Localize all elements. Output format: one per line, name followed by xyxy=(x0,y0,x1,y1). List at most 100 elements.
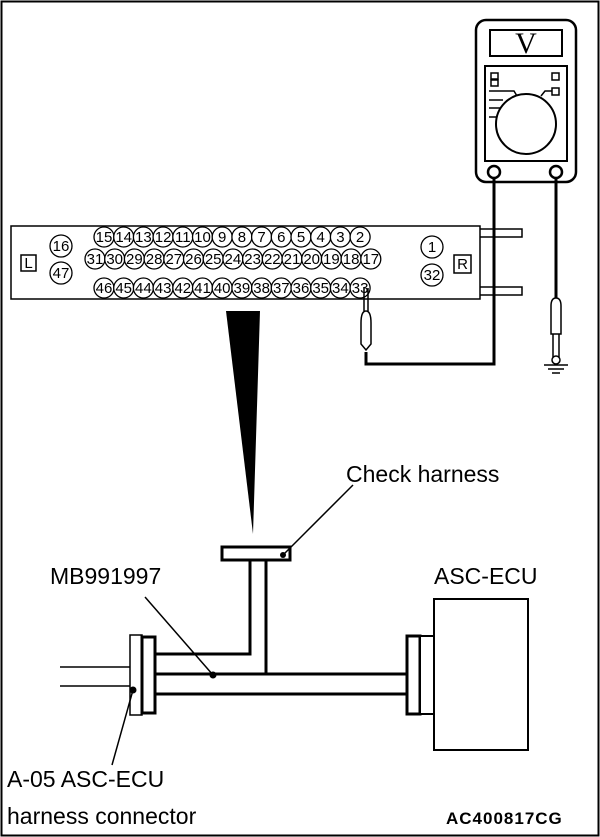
pin-number: 21 xyxy=(284,251,301,268)
pin-number: 25 xyxy=(205,251,222,268)
pin-number: 31 xyxy=(87,251,104,268)
connector-pin-13: 13 xyxy=(132,226,155,248)
connector-pin-14: 14 xyxy=(113,226,135,248)
connector-pin-46: 46 xyxy=(93,277,115,299)
view-pointer-wedge xyxy=(226,311,260,534)
connector-pin-6: 6 xyxy=(270,226,292,248)
pin-number: 47 xyxy=(53,265,70,282)
pin-number: 9 xyxy=(218,229,226,246)
pin-number: 18 xyxy=(343,251,360,268)
ecu-connector-outer xyxy=(405,634,422,716)
check-harness-label: Check harness xyxy=(346,461,499,487)
meter-terminal-positive xyxy=(486,164,502,180)
connector-pin-5: 5 xyxy=(290,226,312,248)
connector-pin-28: 28 xyxy=(143,248,165,270)
pin-number: 43 xyxy=(155,280,172,297)
harness-connector-female xyxy=(129,634,143,716)
connector-pin-12: 12 xyxy=(152,226,174,248)
connector-pin-47: 47 xyxy=(49,261,73,285)
pin-circle xyxy=(420,235,444,259)
connector-pin-3: 3 xyxy=(329,226,352,248)
ground-icon xyxy=(544,364,568,374)
tool-leader xyxy=(144,596,214,676)
meter-dial-ticks xyxy=(489,90,552,118)
pin-number: 29 xyxy=(126,251,143,268)
pin-number: 23 xyxy=(244,251,261,268)
voltmeter: V xyxy=(474,18,578,184)
pin-number: 28 xyxy=(146,251,163,268)
connector-pin-21: 21 xyxy=(281,248,303,270)
connector-pin-1: 1 xyxy=(420,235,444,259)
connector-pin-45: 45 xyxy=(113,277,135,299)
test-probe-ground xyxy=(550,297,562,365)
connector-pins-rail xyxy=(477,286,523,296)
pin-number: 34 xyxy=(332,280,349,297)
pin-number: 4 xyxy=(317,229,325,246)
connector-pin-43: 43 xyxy=(152,277,174,299)
connector-pin-16: 16 xyxy=(49,234,73,258)
connector-pin-37: 37 xyxy=(270,277,292,299)
connector-pin-25: 25 xyxy=(202,248,224,270)
right-marker-box xyxy=(453,254,472,274)
connector-label-line1: A-05 ASC-ECU xyxy=(7,766,164,792)
connector-pin-41: 41 xyxy=(191,277,214,299)
pin-number: 19 xyxy=(323,251,340,268)
check-harness-branch xyxy=(156,560,268,674)
pin-number: 20 xyxy=(303,251,320,268)
connector-pin-7: 7 xyxy=(250,226,273,248)
pin-number: 17 xyxy=(362,251,379,268)
connector-pin-24: 24 xyxy=(222,248,244,270)
pin-circle xyxy=(49,234,73,258)
left-marker-box xyxy=(20,254,37,272)
pin-number: 26 xyxy=(185,251,202,268)
connector-pin-33: 33 xyxy=(349,277,371,299)
pin-circle xyxy=(349,226,371,248)
pin-number: 11 xyxy=(175,229,191,246)
pin-number: 39 xyxy=(234,280,251,297)
pin-circle xyxy=(360,248,382,270)
meter-terminal-negative xyxy=(548,164,564,180)
connector-pin-39: 39 xyxy=(231,277,253,299)
connector-pin-15: 15 xyxy=(93,226,115,248)
pin-number: 1 xyxy=(428,239,436,256)
pin-circle xyxy=(349,277,371,299)
connector-pin-11: 11 xyxy=(172,226,194,248)
pin-number: 13 xyxy=(135,229,152,246)
harness-connector-male xyxy=(140,635,157,715)
connector-pin-36: 36 xyxy=(290,277,312,299)
pin-number: 45 xyxy=(115,280,132,297)
connector-pin-27: 27 xyxy=(163,248,185,270)
pin-number: 46 xyxy=(96,280,113,297)
tool-label: MB991997 xyxy=(50,563,161,589)
connector-pin-22: 22 xyxy=(261,248,283,270)
connector-pin-10: 10 xyxy=(191,226,214,248)
pin-number: 15 xyxy=(96,229,113,246)
connector-pin-4: 4 xyxy=(310,226,332,248)
pin-number: 38 xyxy=(253,280,270,297)
connector-pin-42: 42 xyxy=(172,277,194,299)
pin-number: 44 xyxy=(135,280,152,297)
meter-button-icon xyxy=(490,79,499,87)
pin-number: 22 xyxy=(264,251,281,268)
connector-pin-2: 2 xyxy=(349,226,371,248)
connector-pin-34: 34 xyxy=(329,277,352,299)
connector-pin-35: 35 xyxy=(310,277,332,299)
pin-number: 14 xyxy=(115,229,132,246)
connector-pin-31: 31 xyxy=(84,248,106,270)
left-marker: L xyxy=(24,255,32,272)
connector-leader xyxy=(111,689,134,766)
connector-pin-8: 8 xyxy=(231,226,253,248)
meter-button-icon xyxy=(490,72,499,80)
check-harness-leader xyxy=(282,484,354,556)
pin-number: 30 xyxy=(106,251,123,268)
check-harness-plug xyxy=(220,545,292,562)
pin-number: 2 xyxy=(356,229,364,246)
meter-dial-icon xyxy=(495,93,557,155)
meter-mode-label: V xyxy=(515,27,537,60)
pin-number: 16 xyxy=(53,238,70,255)
pin-number: 42 xyxy=(174,280,191,297)
connector-label-line2: harness connector xyxy=(7,803,197,829)
